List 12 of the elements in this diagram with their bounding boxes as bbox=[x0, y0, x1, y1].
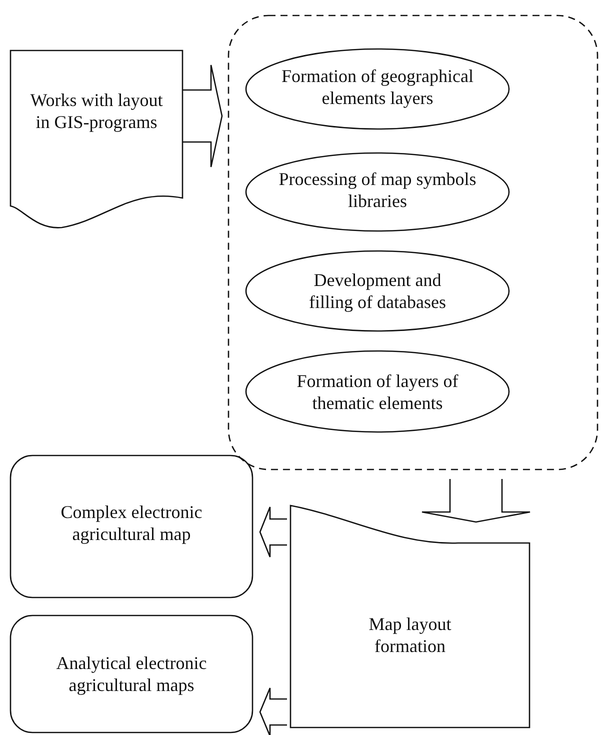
node-label: Development and filling of databases bbox=[308, 269, 447, 313]
node-label: Works with layout in GIS-programs bbox=[29, 89, 164, 133]
block-arrow bbox=[259, 687, 288, 735]
node-label: Processing of map symbols libraries bbox=[278, 168, 478, 212]
node-label: Formation of geographical elements layers bbox=[280, 65, 474, 109]
node-label: Formation of layers of thematic elements bbox=[296, 370, 460, 414]
node-label: Analytical electronic agricultural maps bbox=[55, 652, 208, 696]
node-label: Complex electronic agricultural map bbox=[60, 500, 204, 544]
block-arrow bbox=[182, 64, 223, 168]
block-arrow bbox=[259, 506, 288, 558]
block-arrow bbox=[421, 478, 531, 523]
node-label: Map layout formation bbox=[368, 612, 452, 656]
